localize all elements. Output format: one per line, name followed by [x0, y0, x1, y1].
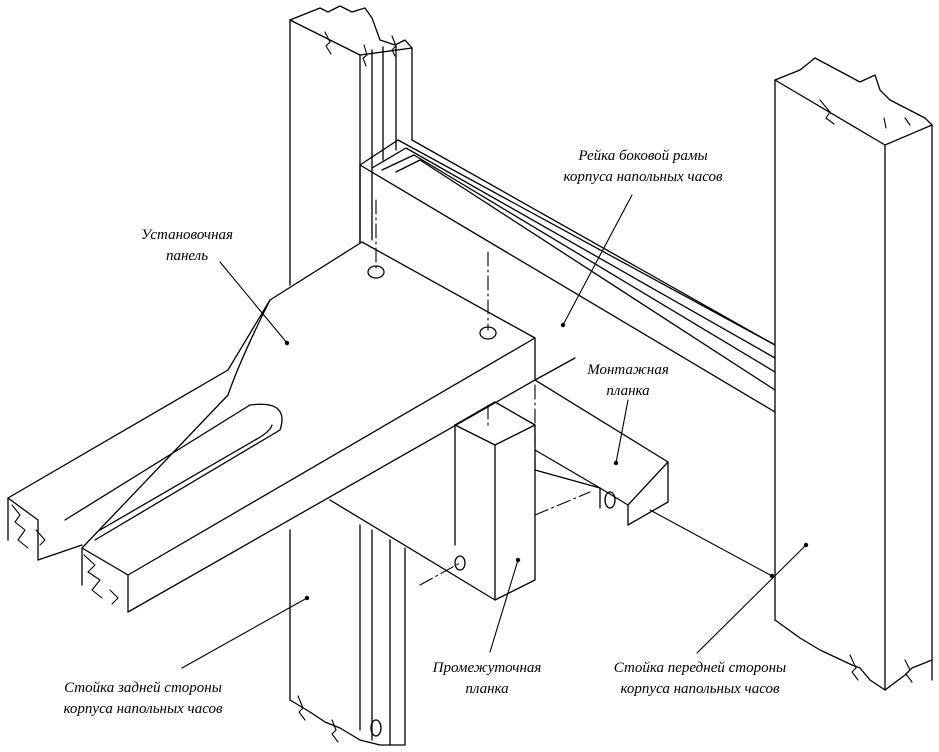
side-rail: [359, 139, 776, 413]
rear-post-upper: [289, 5, 413, 286]
leader-mounting-strip: [615, 399, 629, 464]
label-front-post-line2: корпуса напольных часов: [620, 681, 780, 697]
leader-lines: [181, 194, 807, 669]
label-rear-post-line1: Стойка задней стороны: [64, 680, 222, 696]
mounting-panel: [7, 241, 536, 613]
center-lines: [375, 199, 591, 586]
leader-mounting-panel: [219, 261, 288, 344]
label-mounting-strip-line1: Монтажная: [587, 362, 669, 378]
post-bottom-detail-icon: [370, 719, 382, 737]
leader-dots: [284, 322, 809, 601]
label-mounting-strip-line2: планка: [606, 383, 650, 399]
strip-hole-icon: [604, 491, 616, 509]
front-post-connector-line: [649, 509, 773, 577]
leader-front-post: [696, 544, 807, 654]
intermediate-hole-icon: [454, 555, 466, 571]
leader-side-rail: [562, 194, 633, 326]
label-side-rail-line1: Рейка боковой рамы: [578, 148, 708, 164]
label-side-rail: Рейка боковой рамы корпуса напольных час…: [540, 146, 746, 188]
label-intermediate-strip: Промежуточная планка: [408, 658, 566, 700]
label-mounting-strip: Монтажная планка: [566, 360, 690, 402]
rear-post-lower: [289, 524, 406, 746]
label-mounting-panel-line2: панель: [165, 248, 209, 264]
label-front-post: Стойка передней стороны корпуса напольны…: [584, 658, 816, 700]
label-intermediate-strip-line1: Промежуточная: [432, 660, 542, 676]
label-intermediate-strip-line2: планка: [465, 681, 509, 697]
front-post: [774, 57, 933, 691]
leader-intermediate-strip: [489, 559, 519, 653]
label-mounting-panel: Установочная панель: [120, 225, 254, 267]
mounting-strip: [534, 357, 669, 526]
label-side-rail-line2: корпуса напольных часов: [563, 169, 723, 185]
label-mounting-panel-line1: Установочная: [141, 227, 233, 243]
leader-rear-post: [181, 597, 308, 669]
label-front-post-line1: Стойка передней стороны: [613, 660, 787, 676]
label-rear-post: Стойка задней стороны корпуса напольных …: [36, 678, 250, 720]
label-rear-post-line2: корпуса напольных часов: [63, 701, 223, 717]
